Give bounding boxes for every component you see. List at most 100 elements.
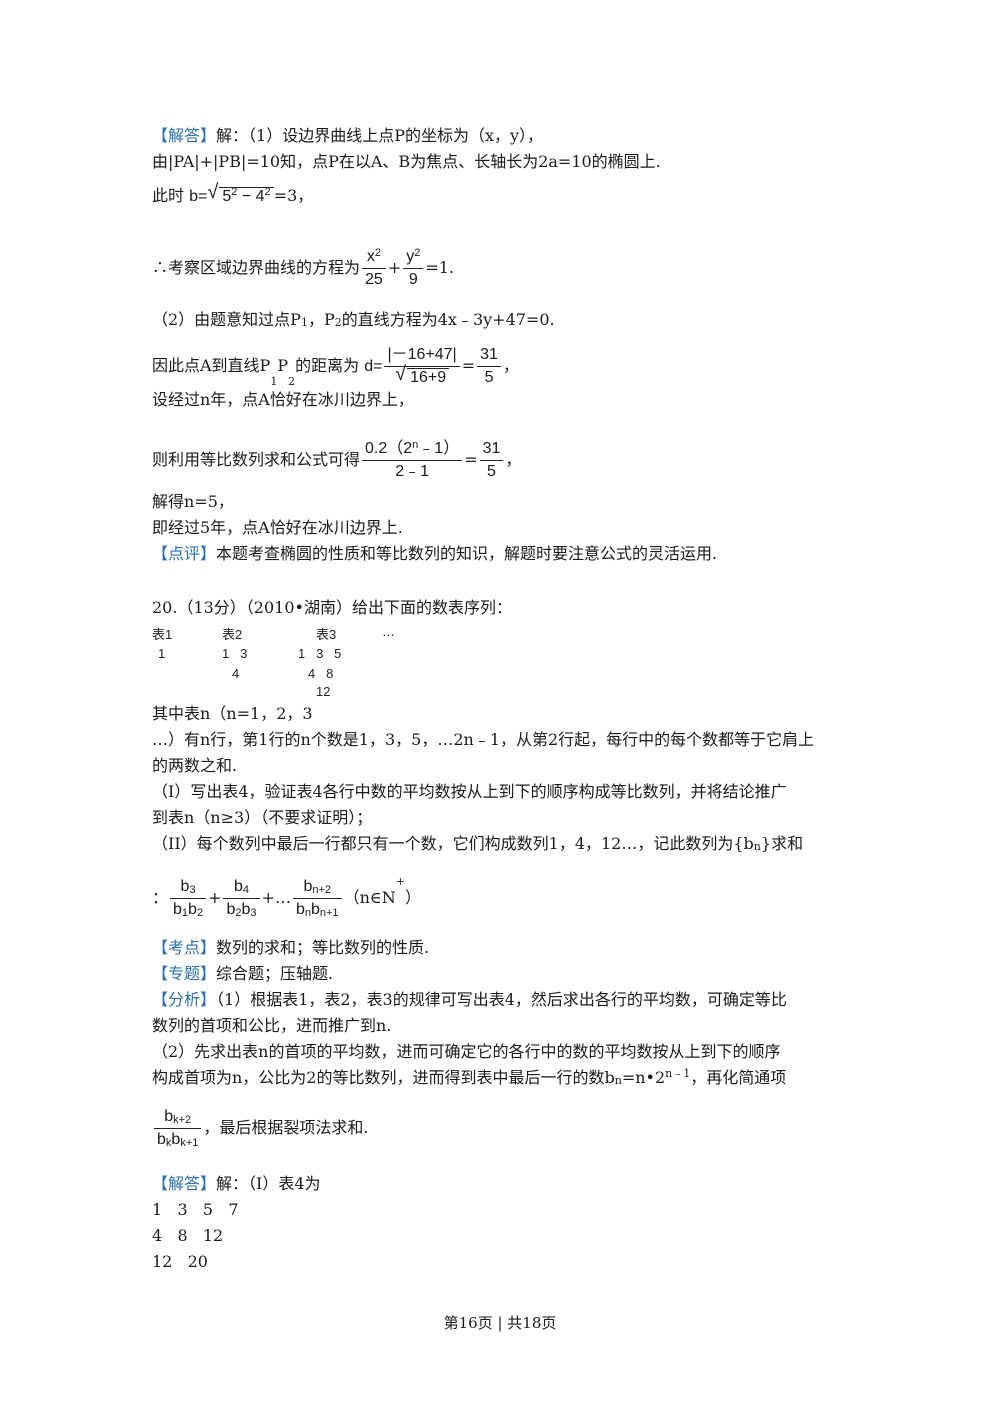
question-title: 20.（13分）（2010•湖南）给出下面的数表序列： [152, 598, 512, 617]
table-1-row-1: 1 [158, 646, 166, 661]
text: =1. [425, 258, 455, 277]
sup: n [412, 439, 419, 451]
text: }求和 [760, 834, 804, 853]
question-line-1: 其中表n（n=1，2，3 [152, 704, 313, 723]
sub: n [753, 840, 761, 853]
text: =n•2 [621, 1068, 666, 1087]
answer-line-3: 此时 b=√52 − 42=3， [152, 182, 314, 207]
sup: 2 [374, 247, 381, 259]
comment-text: 本题考查椭圆的性质和等比数列的知识，解题时要注意公式的灵活运用. [216, 544, 718, 563]
question-line-4: （I）写出表4，验证表4各行中数的平均数按从上到下的顺序构成等比数列，并将结论推… [152, 782, 787, 801]
sub: k+2 [173, 1114, 192, 1126]
eq: = [461, 356, 476, 376]
sub: 3 [189, 884, 196, 896]
text: （II）每个数列中最后一行都只有一个数，它们构成数列1，4，12…，记此数列为{… [152, 834, 754, 853]
sup: + [395, 875, 405, 888]
sub: n [614, 1074, 622, 1087]
table-3-row-3: 12 [316, 684, 331, 699]
kaodian-line: 【考点】数列的求和；等比数列的性质. [152, 938, 429, 958]
den: 16+9 [407, 368, 450, 386]
sqrt-expression: √52 − 42 [207, 182, 274, 207]
num: b [234, 878, 243, 895]
text: 的距离为 [295, 356, 360, 376]
sub: 2 [235, 907, 242, 919]
d-eq: d= [364, 358, 383, 376]
plus: + [208, 888, 222, 907]
fenxi-line-3: （2）先求出表n的首项的平均数，进而可确定它的各行中的数的平均数按从上到下的顺序 [152, 1042, 781, 1061]
answer-line-7: 设经过n年，点A恰好在冰川边界上， [152, 390, 414, 409]
num: x [366, 248, 375, 265]
text: 构成首项为n，公比为2的等比数列，进而得到表中最后一行的数b [152, 1068, 615, 1087]
text: （2）由题意知过点P [152, 310, 301, 329]
den: b [295, 901, 305, 918]
sub: 2 [196, 907, 204, 919]
answer-line-1: 【解答】解：（1）设边界曲线上点P的坐标为（x，y）， [152, 126, 543, 146]
sup: n﹣1 [665, 1067, 691, 1080]
question-line-3: 的两数之和. [152, 756, 238, 775]
condition: （n∈N [343, 888, 396, 907]
num: ﹣1） [418, 440, 460, 457]
kaodian-text: 数列的求和；等比数列的性质. [216, 938, 430, 957]
sum-fraction: 0.2（2n﹣1） 2﹣1 [362, 438, 463, 483]
table-3-label: 表3 [316, 627, 337, 642]
den: 2﹣1 [395, 463, 430, 480]
question-line-5: 到表n（n≥3）（不要求证明）； [152, 808, 373, 827]
num: b [303, 878, 313, 895]
sub: 2 [334, 316, 342, 329]
condition: ） [404, 888, 421, 907]
table-2-row-2: 4 [232, 666, 240, 681]
sub: n+2 [312, 884, 332, 896]
num: 31 [479, 438, 504, 461]
answer-line-5: （2）由题意知过点P1，P2的直线方程为4x﹣3y+47=0. [152, 310, 555, 330]
answer-text: 解：（1）设边界曲线上点P的坐标为（x，y）， [216, 126, 544, 145]
sub: 1 [270, 375, 278, 389]
text: 此时 [152, 186, 185, 205]
den: 9 [408, 271, 418, 288]
sub: 2 [288, 375, 296, 389]
den: 5 [487, 463, 496, 480]
text: 则利用等比数列求和公式可得 [152, 450, 361, 469]
table-3-row-2: 4 8 [308, 666, 334, 681]
comment-line: 【点评】本题考查椭圆的性质和等比数列的知识，解题时要注意公式的灵活运用. [152, 544, 717, 564]
tables-ellipsis: … [382, 624, 395, 639]
sub: 3 [250, 907, 257, 919]
num: y [406, 248, 415, 265]
den: b [171, 1131, 181, 1148]
sub: k+1 [180, 1137, 199, 1149]
sub: 4 [242, 884, 250, 896]
fenxi-text: （1）根据表1，表2，表3的规律可写出表4，然后求出各行的平均数，可确定等比 [216, 990, 787, 1009]
plus: + [387, 258, 402, 277]
comment-tag: 【点评】 [152, 544, 217, 563]
answer2-tag: 【解答】 [152, 1174, 217, 1193]
fenxi-line-2: 数列的首项和公比，进而推广到n. [152, 1016, 392, 1035]
minus: − [237, 188, 256, 205]
sub: 1 [181, 907, 189, 919]
page-footer: 第16页 | 共18页 [443, 1314, 557, 1332]
den: b [188, 901, 197, 918]
num: |－16+47| [384, 344, 460, 367]
table-3-row-1: 1 3 5 [298, 646, 342, 661]
zhuanti-tag: 【专题】 [152, 964, 217, 983]
answer2-line-1: 【解答】解：（I）表4为 [152, 1174, 321, 1194]
b-eq: b= [189, 188, 208, 205]
answer-tag: 【解答】 [152, 126, 217, 145]
num: 31 [477, 344, 501, 368]
den: 25 [365, 271, 383, 288]
rad-a: 5 [222, 188, 232, 205]
rad-b: 4 [255, 188, 265, 205]
sup: 2 [231, 186, 238, 198]
kaodian-tag: 【考点】 [152, 938, 217, 957]
text: =3， [273, 186, 314, 205]
question-line-6: （II）每个数列中最后一行都只有一个数，它们构成数列1，4，12…，记此数列为{… [152, 834, 803, 854]
num: 0.2（2 [365, 440, 413, 457]
text: ，最后根据裂项法求和. [203, 1118, 369, 1137]
sup: 2 [264, 186, 271, 198]
